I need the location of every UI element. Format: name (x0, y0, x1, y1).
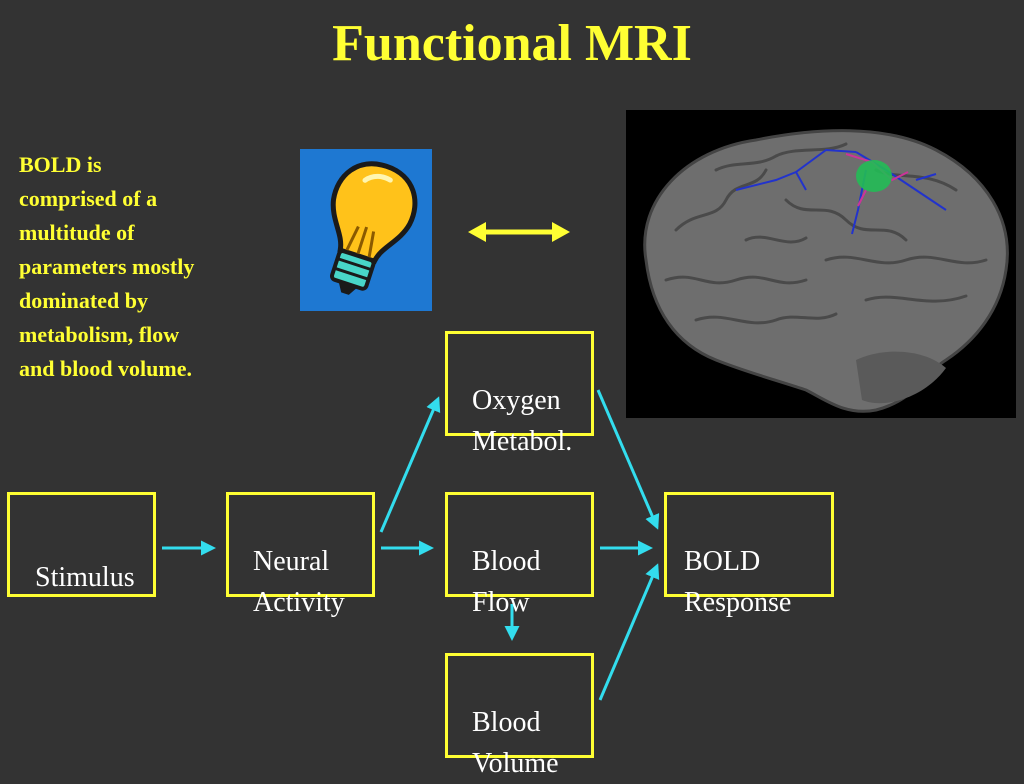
node-bold-response: BOLD Response (664, 492, 834, 618)
node-oxygen-metabolism-label: Oxygen Metabol. (472, 385, 573, 457)
node-bold-response-label: BOLD Response (684, 546, 792, 618)
arrow-volume-to-bold (598, 563, 660, 701)
node-blood-flow-label: Blood Flow (472, 546, 541, 618)
node-blood-volume: Blood Volume (445, 653, 594, 779)
arrow-neural-to-oxygen (379, 396, 441, 533)
node-stimulus-label: Stimulus (35, 562, 135, 593)
node-neural-activity: Neural Activity (226, 492, 375, 618)
light-bulb-icon (300, 149, 432, 311)
node-neural-activity-label: Neural Activity (253, 546, 345, 618)
node-stimulus: Stimulus (7, 492, 156, 597)
node-oxygen-metabolism: Oxygen Metabol. (445, 331, 594, 457)
node-blood-volume-label: Blood Volume (472, 707, 559, 779)
description-text: BOLD is comprised of a multitude of para… (19, 152, 195, 381)
brain-fmri-image (626, 110, 1016, 418)
node-blood-flow: Blood Flow (445, 492, 594, 618)
double-arrow-icon (468, 222, 570, 242)
slide-title: Functional MRI (332, 15, 692, 72)
